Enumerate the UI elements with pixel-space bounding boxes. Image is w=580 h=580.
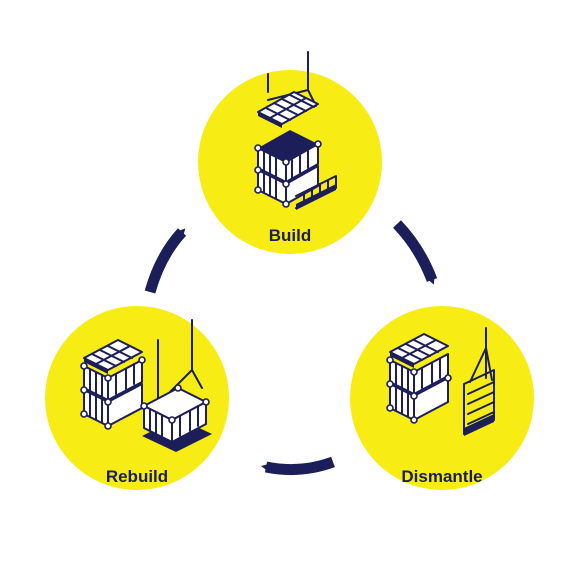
arrow-build-to-dismantle	[392, 220, 438, 285]
rebuild-label: Rebuild	[106, 467, 168, 486]
stage-dismantle: Dismantle	[350, 306, 534, 490]
stage-rebuild: Rebuild	[45, 306, 229, 490]
build-label: Build	[269, 226, 312, 245]
container-stack-icon	[254, 130, 337, 210]
arrow-dismantle-to-rebuild	[261, 456, 335, 476]
lifted-stairs-icon	[463, 327, 495, 436]
lifted-container-icon	[140, 319, 212, 452]
crane-solar-panel-icon	[257, 51, 319, 128]
dismantle-label: Dismantle	[401, 467, 482, 486]
dismantle-container-stack-icon	[386, 333, 452, 424]
arrow-rebuild-to-build	[144, 228, 187, 294]
stage-build: Build	[198, 51, 382, 254]
